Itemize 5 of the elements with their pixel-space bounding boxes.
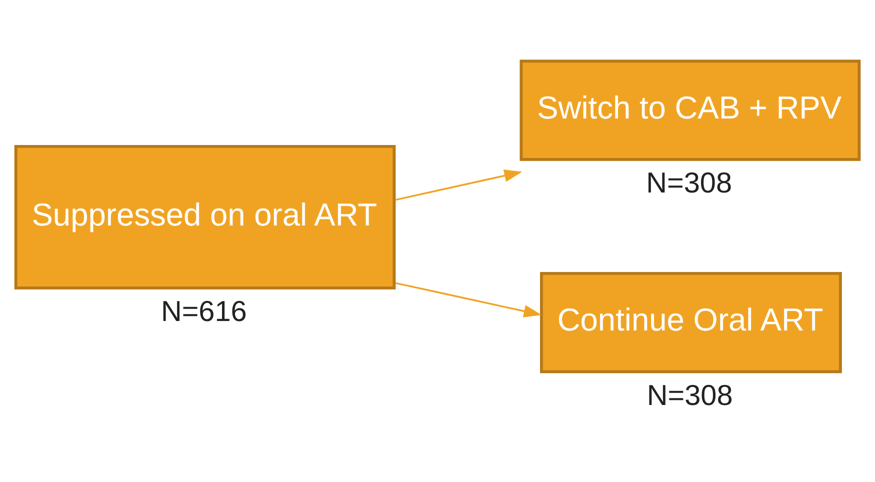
node-label: N=308 bbox=[646, 168, 732, 200]
arrow bbox=[396, 282, 542, 318]
node-label: N=308 bbox=[646, 380, 733, 412]
arrow bbox=[396, 170, 522, 201]
node-label: N=616 bbox=[160, 296, 247, 328]
